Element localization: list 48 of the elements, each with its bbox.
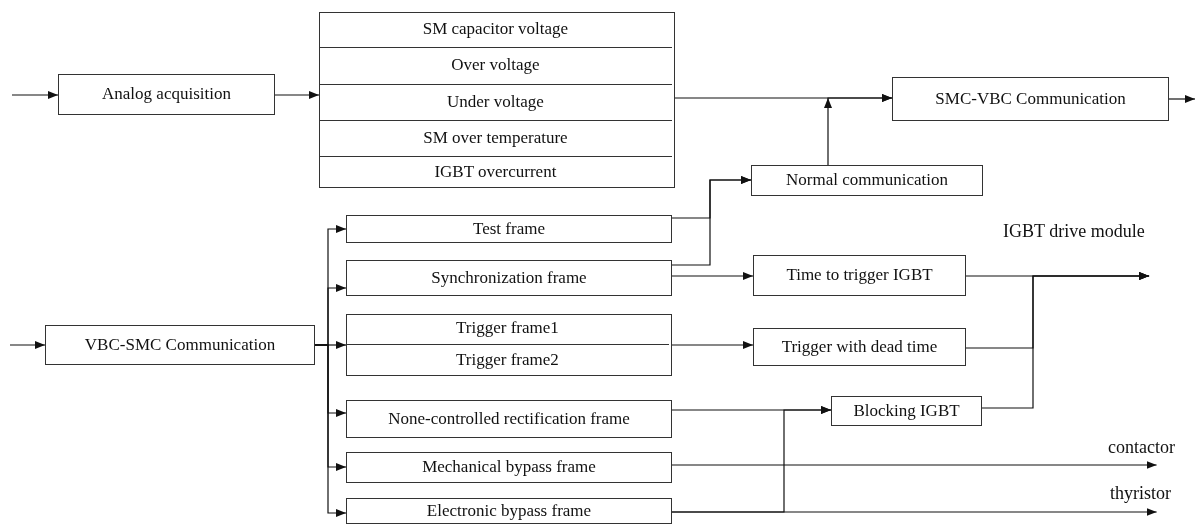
arrow — [1168, 95, 1196, 103]
process-box — [346, 452, 672, 483]
process-box — [892, 77, 1169, 121]
process-box — [346, 260, 672, 296]
process-box — [753, 255, 966, 296]
node-label: Trigger frame1 — [456, 319, 559, 339]
arrow — [314, 344, 347, 517]
arrow — [11, 91, 59, 99]
node-label: Electronic bypass frame — [426, 501, 592, 521]
frame-box — [319, 12, 675, 188]
process-box — [831, 396, 982, 426]
arrow — [671, 461, 1158, 469]
node-label: IGBT overcurrent — [434, 162, 557, 182]
frame-box — [346, 314, 672, 376]
signal-label: thyristor — [1110, 484, 1171, 504]
node-label: SM over temperature — [423, 128, 568, 148]
node-label: Under voltage — [447, 92, 544, 112]
process-box — [58, 74, 275, 115]
node-label: None-controlled rectification frame — [388, 409, 630, 429]
node-label: Time to trigger IGBT — [786, 266, 933, 285]
process-box — [346, 400, 672, 438]
node-label: Synchronization frame — [431, 268, 587, 288]
process-box — [346, 215, 672, 243]
node-label: Mechanical bypass frame — [422, 458, 596, 477]
arrow — [981, 272, 1150, 409]
process-box — [753, 328, 966, 366]
process-box — [346, 498, 672, 524]
node-label: Normal communication — [786, 171, 948, 190]
arrow — [274, 91, 320, 99]
process-box — [45, 325, 315, 365]
signal-label: IGBT drive module — [1003, 222, 1145, 242]
node-label: Blocking IGBT — [853, 401, 960, 421]
node-label: Trigger with dead time — [781, 337, 938, 357]
arrow — [671, 508, 1158, 516]
node-label: VBC-SMC Communication — [84, 335, 276, 355]
signal-label: contactor — [1108, 438, 1175, 458]
process-box — [751, 165, 983, 196]
arrow — [671, 341, 754, 349]
node-label: Trigger frame2 — [456, 350, 559, 370]
node-label: SM capacitor voltage — [422, 19, 569, 39]
arrow — [9, 341, 46, 349]
arrow — [671, 272, 754, 280]
node-label: Analog acquisition — [102, 85, 231, 104]
node-label: Over voltage — [451, 56, 540, 76]
node-label: Test frame — [473, 219, 545, 239]
arrow — [671, 176, 752, 266]
node-label: SMC-VBC Communication — [935, 89, 1126, 109]
arrow — [824, 94, 893, 166]
